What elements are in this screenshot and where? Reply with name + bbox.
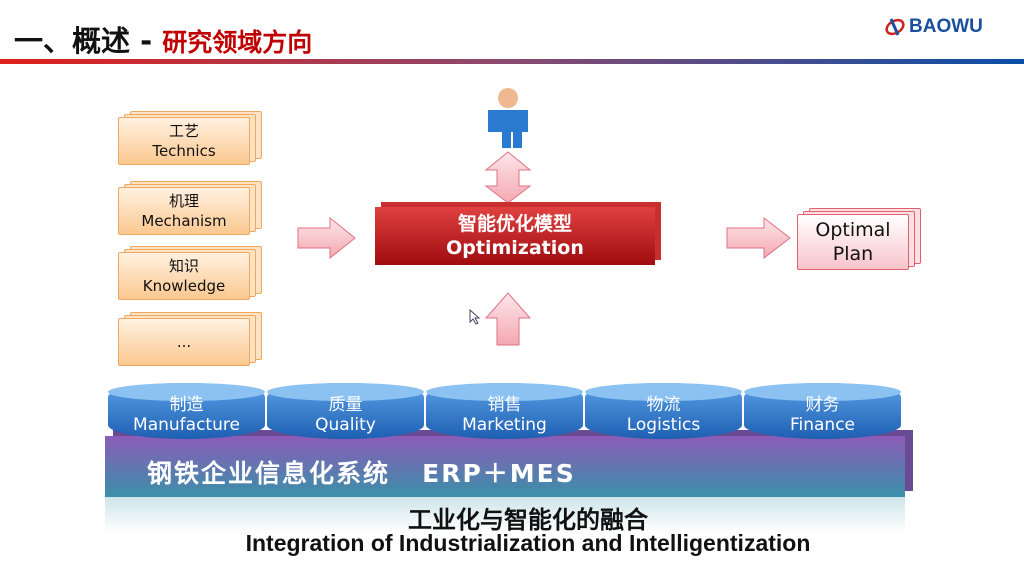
system-en: Quality (315, 415, 376, 435)
platform-band: 钢铁企业信息化系统 ERP＋MES (105, 436, 905, 497)
label-en: Technics (152, 142, 216, 160)
model-label-zh: 智能优化模型 (457, 213, 572, 235)
model-label-en: Optimization (446, 237, 584, 259)
system-zh: 物流 (646, 395, 681, 415)
label-en: ... (176, 333, 192, 351)
baowu-logo: BAOWU (884, 16, 983, 38)
system-en: Logistics (626, 415, 701, 435)
double-arrow-icon (484, 151, 532, 204)
mouse-cursor-icon (469, 308, 481, 325)
caption-zh: 工业化与智能化的融合 (408, 506, 648, 534)
label-zh: 知识 (168, 257, 199, 275)
input-knowledge: 知识 Knowledge (118, 246, 262, 302)
system-en: Marketing (462, 415, 547, 435)
system-zh: 制造 (169, 395, 204, 415)
arrow-right-icon (726, 216, 791, 260)
person-icon (488, 88, 528, 148)
system-zh: 销售 (487, 395, 522, 415)
label-zh: 机理 (168, 192, 199, 210)
input-technics: 工艺 Technics (118, 111, 262, 167)
platform-label: 钢铁企业信息化系统 ERP＋MES (147, 459, 576, 488)
arrow-right-icon (297, 216, 356, 260)
input-more: ... (118, 312, 262, 368)
baowu-logo-icon (885, 18, 905, 36)
logo-text: BAOWU (909, 16, 983, 37)
label-en: Mechanism (141, 212, 227, 230)
output-line2: Plan (832, 243, 874, 265)
input-mechanism: 机理 Mechanism (118, 181, 262, 237)
output-line1: Optimal (815, 219, 891, 241)
system-en: Manufacture (133, 415, 240, 435)
header-divider (0, 59, 1024, 64)
system-zh: 质量 (328, 395, 363, 415)
band-reflection (105, 497, 905, 533)
label-zh: 工艺 (168, 122, 199, 140)
label-en: Knowledge (142, 277, 226, 295)
caption-en: Integration of Industrialization and Int… (245, 530, 811, 556)
arrow-up-icon (484, 292, 532, 346)
title-sub: 研究领域方向 (162, 28, 313, 57)
system-en: Finance (789, 415, 856, 435)
slide-title: 一、概述 - 研究领域方向 (14, 18, 312, 60)
title-main: 一、概述 - (14, 24, 163, 58)
system-zh: 财务 (805, 395, 840, 415)
